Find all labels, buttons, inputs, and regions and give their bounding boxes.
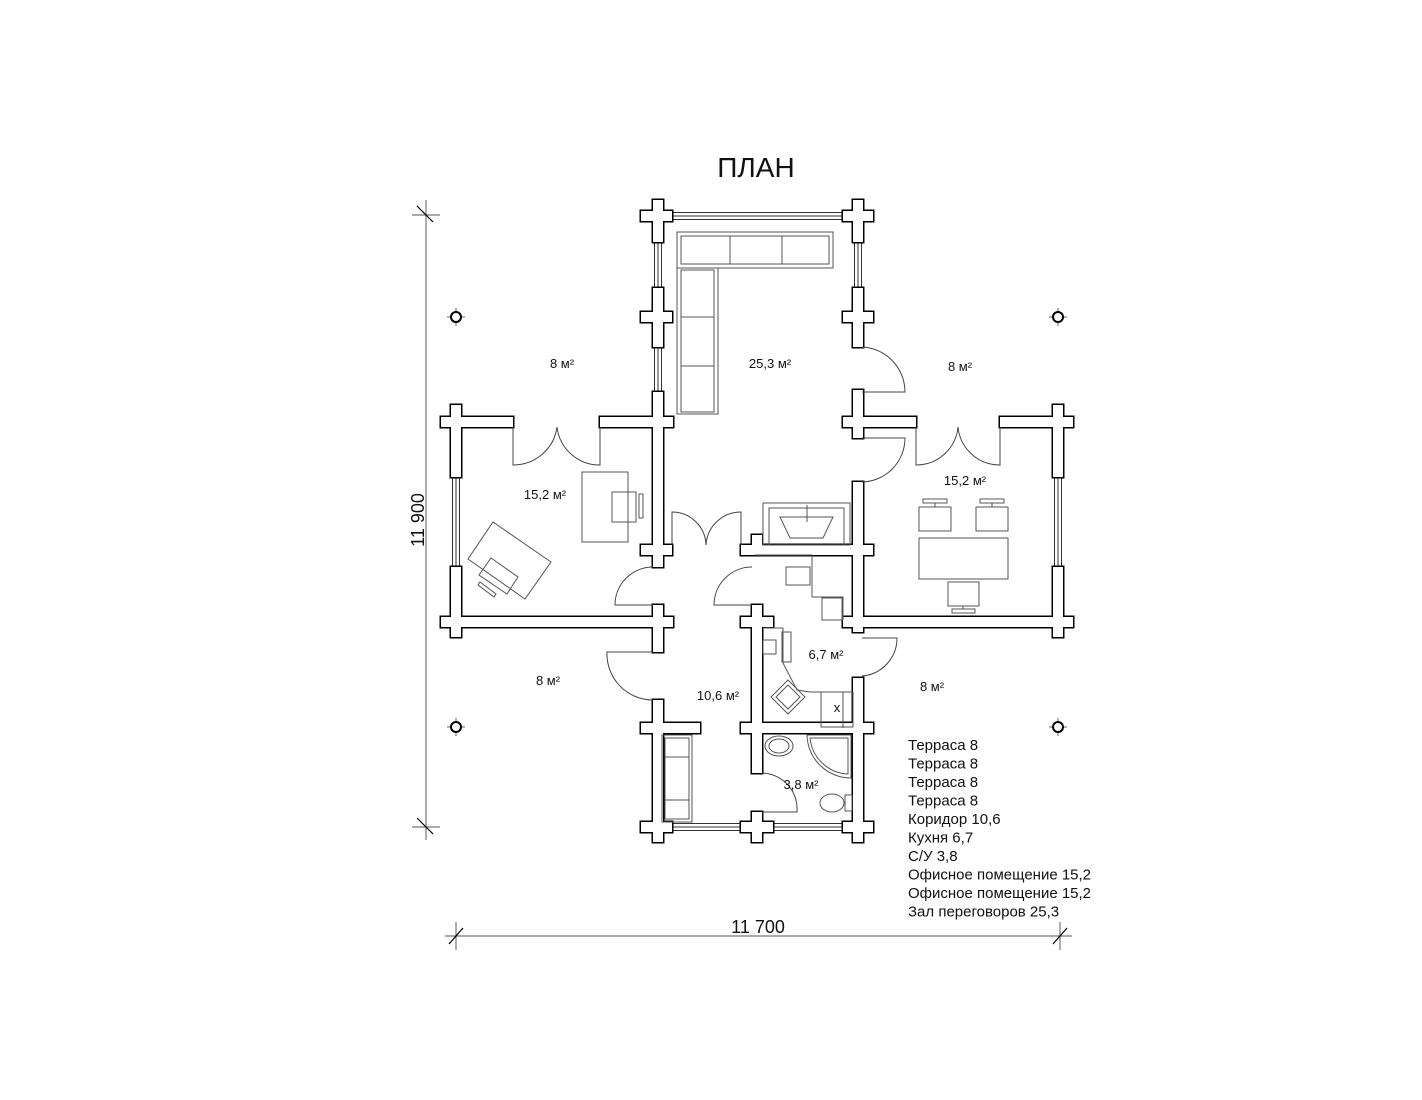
- door-swing: [671, 511, 707, 546]
- office-right-furniture: [918, 498, 1009, 614]
- doors: [512, 346, 1001, 813]
- fireplace: [762, 502, 851, 546]
- dimension-height: [412, 200, 440, 840]
- pillar-marker-icon: [1049, 308, 1067, 326]
- terrace-nw-area: 8 м²: [550, 356, 575, 371]
- room-legend: Терраса 8 Терраса 8 Терраса 8 Терраса 8 …: [908, 737, 1091, 921]
- door-swing: [556, 426, 601, 466]
- window: [854, 241, 862, 289]
- door-swing: [915, 426, 959, 466]
- terrace-sw-area: 8 м²: [536, 673, 561, 688]
- door-swing: [606, 651, 654, 701]
- door-swing: [861, 437, 906, 483]
- door-swing: [713, 566, 753, 606]
- window: [772, 823, 844, 831]
- legend-item: С/У 3,8: [908, 848, 958, 865]
- legend-item: Коридор 10,6: [908, 811, 1001, 828]
- door-swing: [761, 772, 798, 813]
- office-left-desk: [467, 471, 644, 600]
- dimension-width: [445, 922, 1072, 950]
- meeting-hall-area: 25,3 м²: [749, 356, 792, 371]
- terrace-ne-area: 8 м²: [948, 359, 973, 374]
- terrace-se-area: 8 м²: [920, 679, 945, 694]
- pillar-markers: [447, 308, 1067, 736]
- legend-item: Терраса 8: [908, 737, 978, 754]
- walls-fill: [441, 200, 1073, 842]
- window: [671, 823, 742, 831]
- legend-item: Офисное помещение 15,2: [908, 867, 1091, 884]
- door-swing: [957, 426, 1001, 466]
- office-left-area: 15,2 м²: [524, 487, 567, 502]
- legend-item: Зал переговоров 25,3: [908, 904, 1059, 921]
- wc-area: 3,8 м²: [784, 777, 820, 792]
- window: [654, 241, 662, 289]
- pillar-marker-icon: [447, 308, 465, 326]
- window: [654, 346, 662, 393]
- door-swing: [861, 346, 906, 393]
- bathroom-fixtures: [764, 734, 853, 813]
- door-swing: [861, 637, 898, 677]
- pillar-marker-icon: [447, 718, 465, 736]
- legend-item: Кухня 6,7: [908, 830, 973, 847]
- pillar-marker-icon: [1049, 718, 1067, 736]
- plan-title: ПЛАН: [717, 152, 794, 183]
- height-dimension-label: 11 900: [408, 493, 428, 547]
- kitchen-area: 6,7 м²: [809, 647, 845, 662]
- door-swing: [614, 566, 654, 606]
- corridor-sofa: [661, 734, 693, 823]
- legend-item: Терраса 8: [908, 756, 978, 773]
- door-swing: [512, 426, 558, 466]
- door-swing: [705, 511, 742, 546]
- window: [452, 476, 460, 568]
- legend-item: Терраса 8: [908, 774, 978, 791]
- office-right-area: 15,2 м²: [944, 473, 987, 488]
- corner-sofa: [676, 231, 834, 415]
- legend-item: Офисное помещение 15,2: [908, 885, 1091, 902]
- washing-machine-mark: x: [834, 700, 841, 715]
- window: [1054, 476, 1062, 568]
- legend-item: Терраса 8: [908, 793, 978, 810]
- window: [671, 212, 844, 220]
- corridor-area: 10,6 м²: [697, 688, 740, 703]
- kitchen-furniture: [755, 554, 854, 728]
- width-dimension-label: 11 700: [731, 917, 785, 937]
